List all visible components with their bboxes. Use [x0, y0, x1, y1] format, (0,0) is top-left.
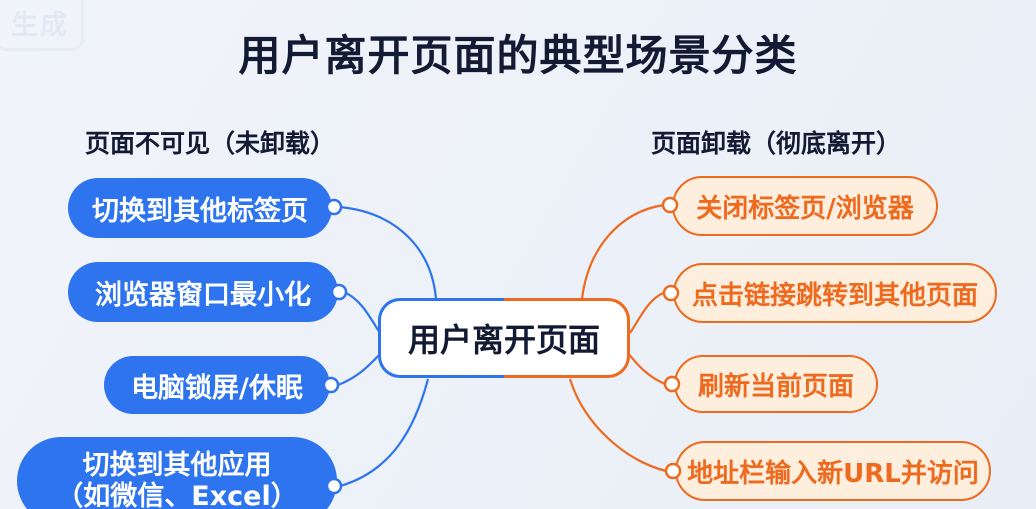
node-label: 关闭标签页/浏览器: [696, 193, 914, 224]
right-branch-header: 页面卸载（彻底离开）: [651, 129, 902, 158]
node-label: 切换到其他标签页: [92, 195, 308, 227]
node-enter-new-url[interactable]: 地址栏输入新URL并访问: [675, 441, 991, 501]
node-label-line2: （如微信、Excel）: [56, 481, 298, 509]
center-node-label: 用户离开页面: [407, 321, 600, 359]
center-node-user-leaves-page[interactable]: 用户离开页面: [378, 298, 630, 378]
node-close-tab-browser[interactable]: 关闭标签页/浏览器: [672, 176, 938, 236]
node-label-line1: 切换到其他应用: [82, 450, 272, 481]
node-label: 点击链接跳转到其他页面: [691, 280, 978, 311]
left-branch-header: 页面不可见（未卸载）: [85, 129, 336, 158]
node-label: 地址栏输入新URL并访问: [687, 458, 979, 489]
node-label: 电脑锁屏/休眠: [131, 372, 303, 404]
node-label: 刷新当前页面: [697, 371, 854, 402]
page-title: 用户离开页面的典型场景分类: [238, 31, 798, 80]
node-switch-app[interactable]: 切换到其他应用 （如微信、Excel）: [17, 437, 337, 509]
node-label: 浏览器窗口最小化: [95, 279, 311, 311]
node-switch-tab[interactable]: 切换到其他标签页: [68, 178, 332, 238]
generate-watermark-badge: 生成: [0, 0, 84, 51]
node-refresh-page[interactable]: 刷新当前页面: [674, 355, 878, 413]
node-click-link-navigate[interactable]: 点击链接跳转到其他页面: [673, 263, 997, 323]
node-lock-sleep[interactable]: 电脑锁屏/休眠: [104, 356, 330, 414]
node-minimize-window[interactable]: 浏览器窗口最小化: [68, 262, 338, 322]
